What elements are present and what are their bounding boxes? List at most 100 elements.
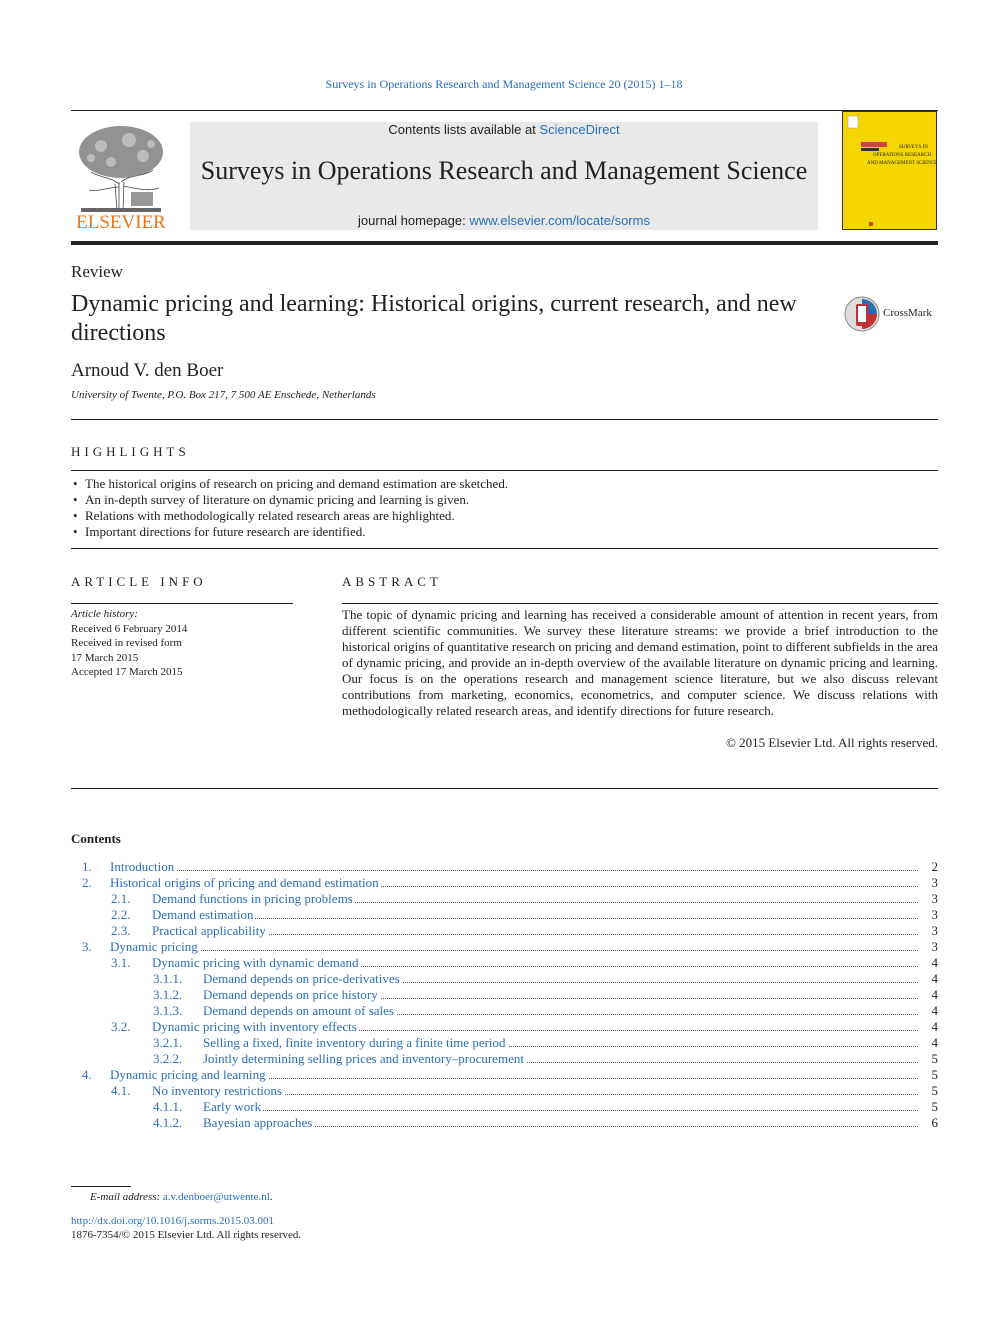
toc-entry-number: 2. <box>82 875 92 890</box>
journal-homepage-link[interactable]: www.elsevier.com/locate/sorms <box>469 213 650 228</box>
toc-entry-title-wrap: Dynamic pricing and learning <box>110 1067 918 1083</box>
toc-entry[interactable]: 3.1.2. Demand depends on price history 4 <box>71 987 938 1003</box>
toc-entry-link[interactable]: Demand depends on price history <box>203 987 380 1002</box>
highlights-heading: HIGHLIGHTS <box>71 444 190 459</box>
toc-entry-link[interactable]: Demand depends on price-derivatives <box>203 971 402 986</box>
toc-leader-dots <box>203 1046 918 1047</box>
toc-entry-page: 4 <box>931 1019 939 1034</box>
bullet-icon: • <box>73 476 78 491</box>
toc-leader-dots <box>203 1110 918 1111</box>
toc-entry-link[interactable]: Dynamic pricing and learning <box>110 1067 268 1082</box>
toc-entry-number: 3.1.3. <box>153 1003 183 1018</box>
toc-entry-link[interactable]: Bayesian approaches <box>203 1115 315 1130</box>
contents-heading: Contents <box>71 831 121 846</box>
toc-entry-title-wrap: Dynamic pricing with inventory effects <box>152 1019 918 1035</box>
toc-leader-dots <box>203 1062 918 1063</box>
highlight-item: •Relations with methodologically related… <box>73 508 455 523</box>
toc-entry-page: 4 <box>931 955 939 970</box>
author-email-link[interactable]: a.v.denboer@utwente.nl <box>162 1191 270 1203</box>
crossmark-badge[interactable]: CrossMark <box>843 295 943 332</box>
toc-entry-link[interactable]: Selling a fixed, finite inventory during… <box>203 1035 508 1050</box>
toc-entry-link[interactable]: Practical applicability <box>152 923 268 938</box>
toc-entry-link[interactable]: Demand depends on amount of sales <box>203 1003 396 1018</box>
toc-entry-number: 3.1.1. <box>153 971 183 986</box>
abstract-copyright: © 2015 Elsevier Ltd. All rights reserved… <box>725 735 938 750</box>
toc-entry-link[interactable]: Demand functions in pricing problems <box>152 891 355 906</box>
abstract-divider <box>71 788 938 789</box>
toc-leader-dots <box>152 966 918 967</box>
article-info-rule <box>71 603 293 604</box>
toc-leader-dots <box>152 918 918 919</box>
toc-entry[interactable]: 3.1.1. Demand depends on price-derivative… <box>71 971 938 987</box>
toc-leader-dots <box>152 902 918 903</box>
toc-entry-link[interactable]: Demand estimation <box>152 907 256 922</box>
toc-entry-link[interactable]: Dynamic pricing with dynamic demand <box>152 955 361 970</box>
toc-entry-link[interactable]: Dynamic pricing <box>110 939 200 954</box>
toc-entry-title-wrap: Early work <box>203 1099 918 1115</box>
toc-entry-title-wrap: No inventory restrictions <box>152 1083 918 1099</box>
toc-entry-number: 3.1.2. <box>153 987 183 1002</box>
toc-entry-page: 3 <box>931 875 939 890</box>
toc-entry-title-wrap: Historical origins of pricing and demand… <box>110 875 918 891</box>
toc-entry[interactable]: 1. Introduction 2 <box>71 859 938 875</box>
toc-entry[interactable]: 3.2.2.Jointly determining selling prices… <box>71 1051 938 1067</box>
toc-entry-page: 4 <box>931 1035 939 1050</box>
toc-entry-link[interactable]: No inventory restrictions <box>152 1083 284 1098</box>
toc-entry-link[interactable]: Introduction <box>110 859 177 874</box>
doi-link[interactable]: http://dx.doi.org/10.1016/j.sorms.2015.0… <box>71 1215 275 1227</box>
toc-entry[interactable]: 2. Historical origins of pricing and dema… <box>71 875 938 891</box>
toc-entry-number: 4.1.1. <box>153 1099 183 1114</box>
abstract-heading: ABSTRACT <box>342 574 442 589</box>
history-line: 17 March 2015 <box>71 651 139 664</box>
toc-entry[interactable]: 3.2.1.Selling a fixed, finite inventory … <box>71 1035 938 1051</box>
contents-available-line: Contents lists available at ScienceDirec… <box>388 122 620 137</box>
journal-homepage-line: journal homepage: www.elsevier.com/locat… <box>358 213 650 228</box>
bullet-icon: • <box>73 524 78 539</box>
toc-entry-number: 3. <box>82 939 92 954</box>
toc-entry-page: 4 <box>931 987 939 1002</box>
toc-entry-link[interactable]: Historical origins of pricing and demand… <box>110 875 381 890</box>
toc-entry-title-wrap: Demand estimation <box>152 907 918 923</box>
toc-entry-title-wrap: Demand functions in pricing problems <box>152 891 918 907</box>
toc-entry[interactable]: 3.2.Dynamic pricing with inventory effec… <box>71 1019 938 1035</box>
toc-entry[interactable]: 2.1.Demand functions in pricing problems… <box>71 891 938 907</box>
svg-text:SURVEYS IN: SURVEYS IN <box>899 145 928 150</box>
toc-entry-number: 1. <box>82 859 92 874</box>
table-of-contents: 1. Introduction 2 2. Historical origins of p… <box>71 859 938 1131</box>
toc-entry-page: 4 <box>931 1003 939 1018</box>
running-head[interactable]: Surveys in Operations Research and Manag… <box>325 77 683 91</box>
journal-cover-thumbnail[interactable]: SURVEYS IN OPERATIONS RESEARCH AND MANAG… <box>842 111 937 230</box>
abstract-body: The topic of dynamic pricing and learnin… <box>342 607 938 718</box>
sciencedirect-link[interactable]: ScienceDirect <box>539 122 620 137</box>
article-history-label: Article history: <box>71 608 138 620</box>
toc-entry-page: 2 <box>931 859 939 874</box>
toc-entry-page: 3 <box>931 907 939 922</box>
highlights-rule-bottom <box>71 548 938 549</box>
toc-entry-link[interactable]: Early work <box>203 1099 264 1114</box>
toc-entry-page: 4 <box>931 971 939 986</box>
article-title: Dynamic pricing and learning: Historical… <box>71 291 797 346</box>
toc-entry[interactable]: 3.1.3. Demand depends on amount of sales 4 <box>71 1003 938 1019</box>
issn-copyright: 1876-7354/© 2015 Elsevier Ltd. All right… <box>71 1229 302 1241</box>
toc-entry-link[interactable]: Jointly determining selling prices and i… <box>203 1051 526 1066</box>
toc-leader-dots <box>110 886 918 887</box>
toc-entry-number: 4.1. <box>111 1083 131 1098</box>
title-divider <box>71 419 938 420</box>
crossmark-label: CrossMark <box>883 307 932 319</box>
highlight-item: •The historical origins of research on p… <box>73 476 509 491</box>
history-line: Received in revised form <box>71 637 182 649</box>
toc-entry-title-wrap: Introduction <box>110 859 918 875</box>
cover-graphic: SURVEYS IN OPERATIONS RESEARCH AND MANAG… <box>847 115 936 226</box>
elsevier-wordmark: ELSEVIER <box>76 212 166 233</box>
toc-entry-link[interactable]: Dynamic pricing with inventory effects <box>152 1019 359 1034</box>
footnote-rule <box>71 1186 131 1187</box>
crossmark-icon <box>844 296 880 332</box>
